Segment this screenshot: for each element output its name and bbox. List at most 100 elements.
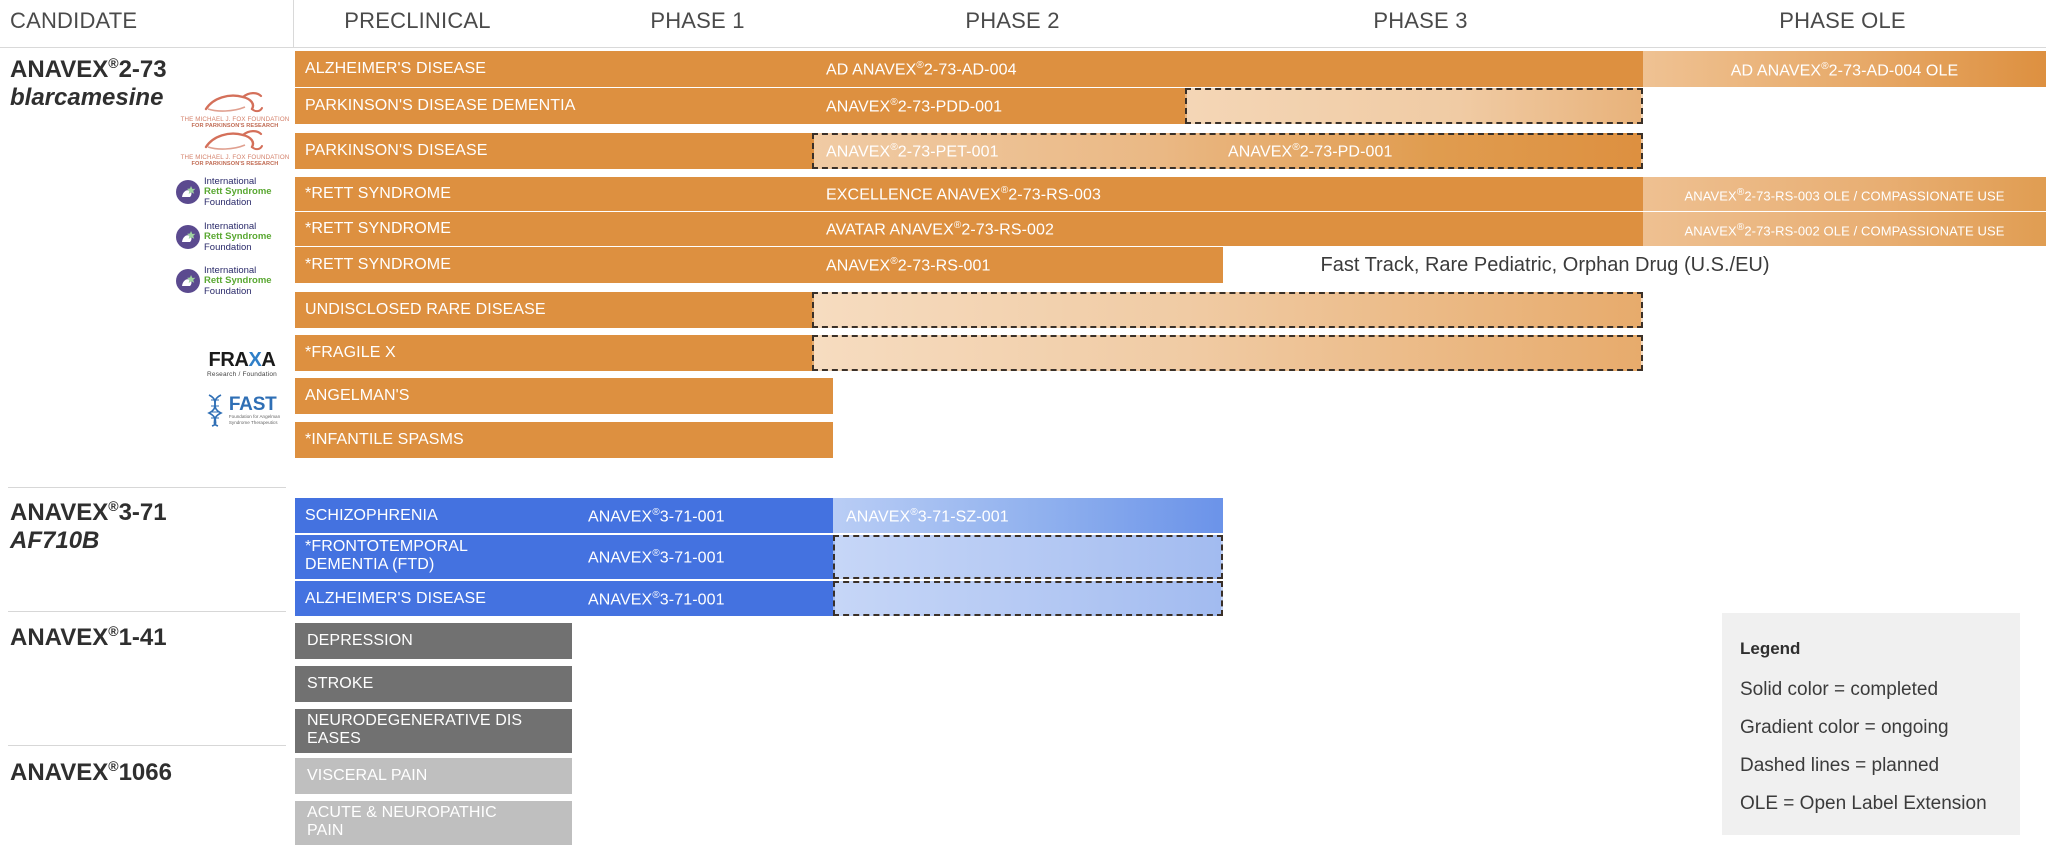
- legend-item-0: Solid color = completed: [1740, 679, 1939, 700]
- row-10-study-1: ANAVEX®3-71-SZ-001: [846, 507, 1009, 526]
- group-label-anavex-1-41: ANAVEX®1-41: [10, 623, 167, 652]
- irsf-line-2: Rett Syndrome: [204, 275, 272, 287]
- mjff-line-2: FOR PARKINSON'S RESEARCH: [191, 123, 279, 129]
- bar-row-16-segment-0: [295, 758, 572, 794]
- row-2-study-0: ANAVEX®2-73-PET-001: [826, 142, 999, 161]
- irsf-line-3: Foundation: [204, 285, 252, 297]
- group-rule-3: [8, 745, 286, 746]
- header-phase-3: PHASE 3: [1373, 8, 1468, 33]
- group-label-anavex-1066: ANAVEX®1066: [10, 758, 172, 787]
- bar-row-4-segment-0: [295, 212, 1643, 246]
- bar-row-2-segment-1: [812, 133, 1643, 169]
- bar-row-15-segment-0: [295, 709, 572, 753]
- row-10-study-0: ANAVEX®3-71-001: [588, 507, 725, 526]
- mjff-line-1: THE MICHAEL J. FOX FOUNDATION: [180, 154, 290, 161]
- row-4-indication: *RETT SYNDROME: [305, 220, 452, 237]
- rett-hands-icon: [176, 225, 200, 250]
- mjff-line-2: FOR PARKINSON'S RESEARCH: [191, 161, 279, 167]
- row-4-study-1: ANAVEX®2-73-RS-002 OLE / COMPASSIONATE U…: [1684, 222, 2005, 239]
- row-14-indication: STROKE: [307, 675, 374, 692]
- header-rule: [0, 47, 2046, 48]
- row-2-indication: PARKINSON'S DISEASE: [305, 142, 488, 159]
- header-candidate: CANDIDATE: [10, 8, 138, 33]
- bar-row-5-segment-0: [295, 247, 1223, 283]
- michael-j-fox-foundation-logo-1: THE MICHAEL J. FOX FOUNDATION FOR PARKIN…: [180, 90, 290, 129]
- row-2-study-1: ANAVEX®2-73-PD-001: [1228, 142, 1393, 161]
- row-5-indication: *RETT SYNDROME: [305, 256, 452, 273]
- international-rett-syndrome-foundation-logo-2: International Rett Syndrome Foundation: [175, 221, 287, 253]
- international-rett-syndrome-foundation-logo-3: International Rett Syndrome Foundation: [175, 265, 287, 297]
- row-6-indication: UNDISCLOSED RARE DISEASE: [305, 301, 546, 318]
- irsf-line-3: Foundation: [204, 196, 252, 208]
- row-0-study-1: AD ANAVEX®2-73-AD-004 OLE: [1730, 61, 1959, 80]
- row-9-indication: *INFANTILE SPASMS: [305, 431, 464, 448]
- row-3-indication: *RETT SYNDROME: [305, 185, 452, 202]
- fraxa-wordmark: FRAXA: [208, 349, 276, 371]
- group-name-3: ANAVEX®1066: [10, 758, 172, 786]
- bar-row-17-segment-0: [295, 801, 572, 845]
- dna-helix-icon: [207, 394, 223, 427]
- row-12-study-0: ANAVEX®3-71-001: [588, 590, 725, 609]
- bar-row-3-segment-1: [1643, 177, 2046, 211]
- bar-row-12-segment-0: [295, 581, 833, 616]
- bar-row-4-segment-1: [1643, 212, 2046, 246]
- irsf-line-2: Rett Syndrome: [204, 186, 272, 198]
- legend-item-1: Gradient color = ongoing: [1740, 717, 1949, 738]
- group-sub-0: blarcamesine: [10, 83, 164, 111]
- bar-row-11-segment-1: [833, 535, 1223, 579]
- group-name-0: ANAVEX®2-73: [10, 55, 167, 83]
- bar-row-1-segment-0: [295, 88, 1185, 124]
- header-phase-1: PHASE 1: [650, 8, 745, 33]
- fraxa-research-foundation-logo: FRAXA Research / Foundation: [192, 350, 292, 378]
- fraxa-tagline: Research / Foundation: [207, 371, 277, 378]
- group-label-anavex-2-73: ANAVEX®2-73 blarcamesine: [10, 55, 167, 112]
- fast-wordmark: FAST: [228, 394, 277, 416]
- irsf-line-1: International: [204, 221, 257, 232]
- irsf-line-1: International: [204, 265, 257, 276]
- bar-row-1-segment-1: [1185, 88, 1643, 124]
- legend-item-2: Dashed lines = planned: [1740, 755, 1940, 776]
- rett-hands-icon: [176, 269, 200, 294]
- bar-row-0-segment-1: [1643, 51, 2046, 87]
- fox-swirl-icon: [204, 130, 263, 151]
- bar-row-6-segment-1: [812, 292, 1643, 328]
- mjff-line-1: THE MICHAEL J. FOX FOUNDATION: [180, 116, 290, 123]
- row-5-study-0: ANAVEX®2-73-RS-001: [826, 256, 991, 275]
- bar-row-0-segment-0: [295, 51, 1643, 87]
- row-4-study-0: AVATAR ANAVEX®2-73-RS-002: [826, 220, 1055, 239]
- group-name-2: ANAVEX®1-41: [10, 623, 167, 651]
- legend-item-3: OLE = Open Label Extension: [1740, 793, 1987, 814]
- bar-row-13-segment-0: [295, 623, 572, 659]
- legend-panel: Legend Solid color = completed Gradient …: [1722, 613, 2020, 835]
- header-preclinical: PRECLINICAL: [344, 8, 491, 33]
- irsf-line-2: Rett Syndrome: [204, 231, 272, 243]
- rett-hands-icon: [176, 180, 200, 205]
- group-rule-2: [8, 611, 286, 612]
- chart-header: CANDIDATE PRECLINICAL PHASE 1 PHASE 2 PH…: [0, 0, 2046, 48]
- bar-row-2-segment-0: [295, 133, 812, 169]
- bar-row-10-segment-1: [833, 498, 1223, 533]
- legend-title: Legend: [1740, 639, 1801, 658]
- bar-row-8-segment-0: [295, 378, 833, 414]
- group-rule-1: [8, 487, 286, 488]
- international-rett-syndrome-foundation-logo-1: International Rett Syndrome Foundation: [175, 176, 287, 208]
- row-12-indication: ALZHEIMER'S DISEASE: [305, 590, 487, 607]
- row-3-study-0: EXCELLENCE ANAVEX®2-73-RS-003: [826, 185, 1101, 204]
- row-0-indication: ALZHEIMER'S DISEASE: [305, 60, 487, 77]
- row-1-indication: PARKINSON'S DISEASE DEMENTIA: [305, 97, 576, 114]
- irsf-line-1: International: [204, 176, 257, 187]
- bar-row-10-segment-0: [295, 498, 833, 533]
- header-phase-2: PHASE 2: [965, 8, 1060, 33]
- bar-row-3-segment-0: [295, 177, 1643, 211]
- bar-row-12-segment-1: [833, 581, 1223, 616]
- bar-row-9-segment-0: [295, 422, 833, 458]
- row-8-indication: ANGELMAN'S: [305, 387, 410, 404]
- row-3-study-1: ANAVEX®2-73-RS-003 OLE / COMPASSIONATE U…: [1684, 187, 2005, 204]
- row-0-study-0: AD ANAVEX®2-73-AD-004: [826, 60, 1017, 79]
- row-13-indication: DEPRESSION: [307, 632, 413, 649]
